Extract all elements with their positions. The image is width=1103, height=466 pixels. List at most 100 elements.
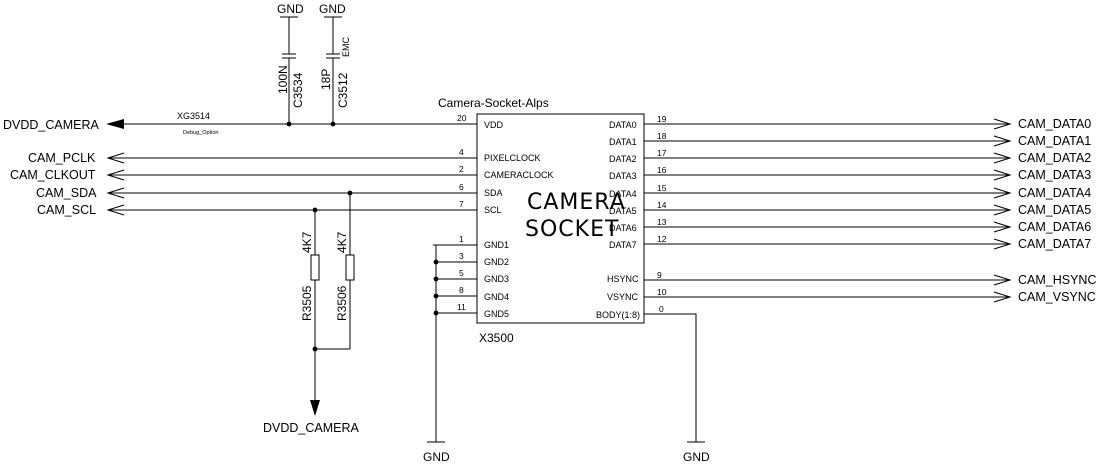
pin-name: DATA1 [609,137,637,147]
net-cam-sda: CAM_SDA [36,186,477,200]
gnd-label: GND [423,450,450,464]
capacitor-ref: C3512 [336,72,350,108]
pin-name: DATA0 [609,120,637,130]
pin-name: CAMERACLOCK [484,170,554,180]
resistor-ref: R3506 [335,285,349,321]
net-label: DVDD_CAMERA [3,118,100,132]
net-arrow-icon [993,118,1012,130]
pin-number: 1 [459,234,464,244]
pin-gnd2: 3 GND2 [436,251,509,267]
net-label: CAM_DATA5 [1018,203,1091,217]
net-cam-scl: CAM_SCL [37,203,477,217]
component-ref: X3500 [479,331,514,345]
net-label: CAM_DATA1 [1018,134,1091,148]
junction-dot [286,121,292,127]
net-dvdd-camera: DVDD_CAMERA XG3514 Debug_Option [3,111,433,136]
pin-data1: DATA1 18 CAM_DATA1 [609,131,1091,148]
net-label: CAM_VSYNC [1018,290,1096,304]
pin-number: 0 [659,304,664,314]
pin-gnd4: 8 GND4 [436,285,509,302]
pin-name: PIXELCLOCK [484,153,541,163]
pin-cameraclock: 2 CAMERACLOCK [459,164,554,180]
pin-vdd: 20 VDD [433,113,504,130]
net-label: CAM_DATA4 [1018,186,1091,200]
junction-dot [433,310,439,316]
testpoint-ref: XG3514 [177,111,210,121]
pin-number: 15 [657,183,667,193]
pin-name: DATA4 [609,189,637,199]
net-label: CAM_HSYNC [1018,273,1097,287]
pin-name: VDD [484,120,504,130]
capacitor-ref: C3534 [291,72,305,108]
net-label: CAM_DATA6 [1018,220,1091,234]
pin-hsync: HSYNC 9 CAM_HSYNC [607,270,1097,287]
pin-vsync: VSYNC 10 CAM_VSYNC [607,287,1096,304]
component-body [476,113,645,324]
pin-name: GND3 [484,274,509,284]
pullup-power: DVDD_CAMERA [263,346,360,435]
right-pins: DATA0 19 CAM_DATA0 DATA1 18 CAM_DATA1 DA… [596,114,1097,442]
gnd-label: GND [683,450,710,464]
pin-number: 5 [459,268,464,278]
resistor-value: 4K7 [335,231,349,253]
component-label-line1: CAMERA [527,190,626,215]
net-arrow-icon [106,204,125,216]
net-arrow-icon [993,187,1012,199]
net-label: CAM_DATA3 [1018,168,1091,182]
capacitor-c3534: GND 100N C3534 [276,2,305,127]
pin-number: 13 [657,217,667,227]
pin-number: 17 [657,148,667,158]
capacitor-note: EMC [341,37,351,58]
pin-number: 3 [459,251,464,261]
junction-dot [433,293,439,299]
pin-body: BODY(1:8) 0 [596,304,697,442]
net-arrow-icon [106,187,125,199]
net-arrow-icon [993,238,1012,250]
pin-name: DATA6 [609,223,637,233]
resistor-value: 4K7 [300,231,314,253]
pin-number: 9 [657,270,662,280]
pin-name: GND5 [484,309,509,319]
gnd-bus-left: GND [423,245,450,464]
gnd-body-right: GND [683,441,710,464]
pin-number: 12 [657,234,667,244]
pin-number: 8 [459,285,464,295]
capacitor-value: 100N [276,65,290,94]
pin-name: DATA7 [609,240,637,250]
net-arrow-icon [993,274,1012,286]
pin-gnd3: 5 GND3 [436,268,509,284]
pin-data2: DATA2 17 CAM_DATA2 [609,148,1091,165]
pin-number: 14 [657,200,667,210]
capacitor-value: 18P [319,69,333,90]
junction-dot [330,121,336,127]
pin-gnd5: 11 GND5 [436,302,509,319]
resistor-r3505: 4K7 R3505 [300,207,320,349]
pin-number: 11 [457,302,466,312]
net-cam-pclk: CAM_PCLK [28,151,477,165]
pin-data4: DATA4 15 CAM_DATA4 [609,183,1091,200]
pin-number: 18 [657,131,667,141]
resistor-body [310,254,320,281]
net-label: DVDD_CAMERA [263,421,360,435]
pin-number: 4 [459,147,464,157]
pin-number: 19 [657,114,667,124]
resistor-r3506: 4K7 R3506 [335,190,355,349]
net-label: CAM_DATA0 [1018,117,1091,131]
net-arrow-icon [106,152,125,164]
net-arrow-icon [106,169,125,181]
net-label: CAM_SDA [36,186,97,200]
left-nets: DVDD_CAMERA XG3514 Debug_Option CAM_PCLK… [3,111,477,217]
resistor-body [345,254,355,281]
net-label: CAM_PCLK [28,151,96,165]
component-label-line2: SOCKET [525,217,619,242]
capacitor-c3512: GND 18P C3512 EMC [319,2,351,127]
pin-number: 6 [459,182,464,192]
net-cam-clkout: CAM_CLKOUT [10,168,477,182]
pin-name: GND1 [484,240,509,250]
component-name: Camera-Socket-Alps [438,96,549,110]
net-arrow-icon [993,221,1012,233]
net-arrow-icon [993,135,1012,147]
resistor-ref: R3505 [300,285,314,321]
pin-data0: DATA0 19 CAM_DATA0 [609,114,1091,131]
pin-data6: DATA6 13 CAM_DATA6 [609,217,1091,234]
